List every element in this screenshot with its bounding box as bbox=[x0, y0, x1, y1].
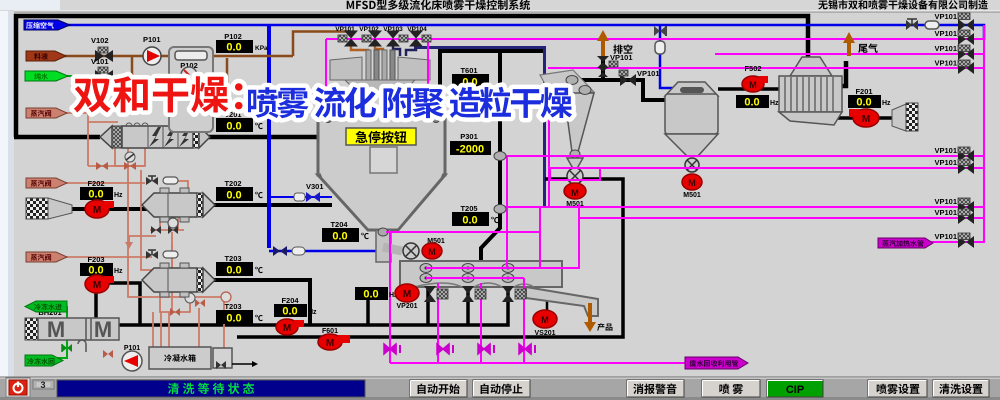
svg-text:F601: F601 bbox=[322, 328, 338, 335]
svg-text:F201: F201 bbox=[855, 87, 872, 96]
svg-text:M: M bbox=[749, 80, 757, 90]
svg-text:0.0: 0.0 bbox=[226, 42, 241, 54]
svg-text:T203: T203 bbox=[224, 254, 241, 263]
svg-text:M501: M501 bbox=[427, 238, 445, 245]
svg-text:Hz: Hz bbox=[308, 309, 317, 316]
svg-text:F204: F204 bbox=[281, 296, 299, 305]
svg-text:0.0: 0.0 bbox=[462, 215, 477, 227]
svg-text:M501: M501 bbox=[683, 192, 701, 199]
svg-text:M: M bbox=[93, 280, 101, 291]
svg-text:VP103: VP103 bbox=[383, 26, 403, 33]
svg-text:Hz: Hz bbox=[882, 100, 891, 107]
svg-text:0.0: 0.0 bbox=[88, 189, 103, 201]
svg-text:M: M bbox=[326, 338, 334, 349]
svg-text:P102: P102 bbox=[224, 32, 242, 41]
svg-text:VP101: VP101 bbox=[637, 69, 660, 78]
svg-text:M: M bbox=[541, 315, 549, 325]
svg-text:T202: T202 bbox=[224, 179, 241, 188]
svg-text:0.0: 0.0 bbox=[226, 190, 241, 202]
svg-text:M: M bbox=[94, 317, 112, 342]
svg-text:-2000: -2000 bbox=[456, 144, 484, 156]
svg-text:0.0: 0.0 bbox=[282, 306, 297, 318]
svg-text:M: M bbox=[688, 178, 696, 188]
svg-text:0.0: 0.0 bbox=[226, 265, 241, 277]
svg-text:M: M bbox=[571, 188, 579, 198]
svg-text:M: M bbox=[47, 317, 65, 342]
svg-text:Hz: Hz bbox=[114, 192, 123, 199]
svg-text:VP101: VP101 bbox=[934, 44, 957, 53]
svg-text:0.0: 0.0 bbox=[226, 313, 241, 325]
svg-text:VP101: VP101 bbox=[934, 29, 957, 38]
svg-text:VP101: VP101 bbox=[934, 146, 957, 155]
svg-text:V101: V101 bbox=[91, 57, 109, 66]
svg-text:0.0: 0.0 bbox=[88, 265, 103, 277]
svg-text:T201: T201 bbox=[224, 110, 241, 119]
svg-text:VP101: VP101 bbox=[335, 26, 355, 33]
svg-text:VP101: VP101 bbox=[934, 232, 957, 241]
svg-text:VP102: VP102 bbox=[359, 26, 379, 33]
svg-text:VP101: VP101 bbox=[934, 208, 957, 217]
svg-text:P101: P101 bbox=[143, 35, 161, 44]
svg-text:M: M bbox=[283, 323, 291, 334]
svg-text:VP101: VP101 bbox=[934, 197, 957, 206]
svg-text:M: M bbox=[93, 205, 101, 216]
svg-text:P301: P301 bbox=[460, 132, 478, 141]
svg-text:0.0: 0.0 bbox=[363, 289, 378, 301]
svg-text:T204: T204 bbox=[330, 220, 348, 229]
svg-text:3: 3 bbox=[40, 380, 45, 390]
svg-text:VP104: VP104 bbox=[407, 26, 427, 33]
svg-text:VP101: VP101 bbox=[934, 158, 957, 167]
svg-text:T601: T601 bbox=[460, 66, 477, 75]
svg-text:Hz: Hz bbox=[770, 100, 779, 107]
svg-text:KPa: KPa bbox=[255, 45, 268, 52]
svg-text:Hz: Hz bbox=[389, 292, 398, 299]
svg-text:T205: T205 bbox=[460, 204, 477, 213]
svg-text:M: M bbox=[403, 289, 411, 300]
svg-text:VP101: VP101 bbox=[610, 53, 633, 62]
svg-text:VP101: VP101 bbox=[934, 59, 957, 68]
svg-text:P101: P101 bbox=[124, 345, 140, 352]
svg-text:0.0: 0.0 bbox=[332, 231, 347, 243]
svg-text:CIP: CIP bbox=[786, 384, 804, 396]
svg-text:F203: F203 bbox=[87, 255, 104, 264]
svg-text:VP201: VP201 bbox=[396, 303, 417, 310]
svg-text:T203: T203 bbox=[224, 302, 241, 311]
svg-text:0.0: 0.0 bbox=[856, 97, 871, 109]
svg-text:M: M bbox=[428, 247, 436, 257]
svg-text:VP101: VP101 bbox=[934, 12, 957, 21]
svg-text:V102: V102 bbox=[91, 36, 109, 45]
svg-text:VS201: VS201 bbox=[534, 330, 555, 337]
svg-text:0.0: 0.0 bbox=[226, 121, 241, 133]
svg-text:Hz: Hz bbox=[114, 268, 123, 275]
svg-text:V301: V301 bbox=[306, 182, 324, 191]
svg-text:P102: P102 bbox=[180, 61, 198, 70]
svg-text:0.0: 0.0 bbox=[744, 97, 759, 109]
svg-text:M501: M501 bbox=[566, 201, 584, 208]
svg-text:F502: F502 bbox=[744, 64, 761, 73]
svg-text:M: M bbox=[862, 114, 870, 125]
svg-text:F202: F202 bbox=[87, 179, 104, 188]
